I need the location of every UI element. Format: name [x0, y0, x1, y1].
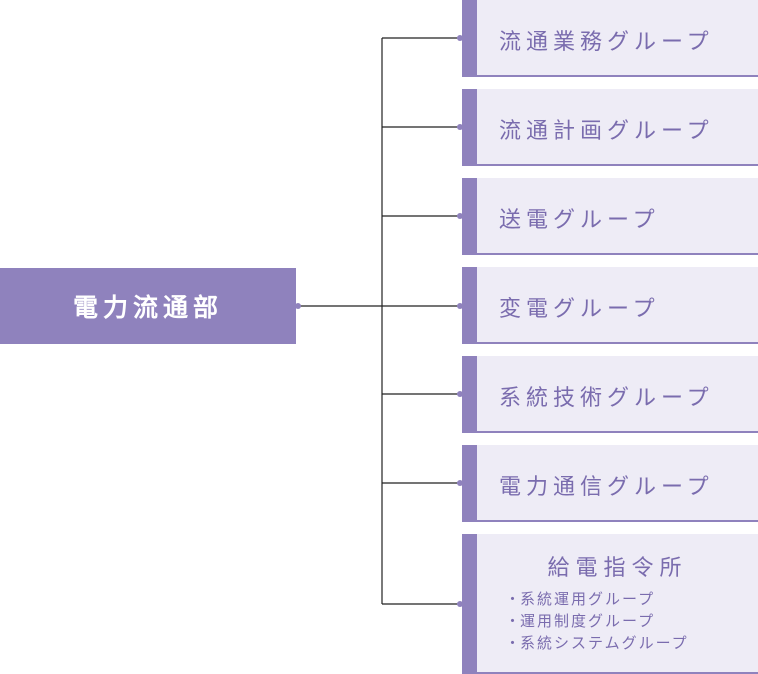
group-label: 送電グループ [499, 208, 660, 233]
root-label: 電力流通部 [72, 293, 223, 322]
subgroup-item: 系統運用グループ [505, 588, 689, 610]
group-label: 変電グループ [499, 297, 660, 322]
group-label: 給電指令所 [547, 556, 688, 581]
connector-dot [457, 124, 463, 130]
connector-dot [295, 303, 301, 309]
connector-dot [457, 303, 463, 309]
connector-dot [457, 213, 463, 219]
group-node: 電力通信グループ [462, 445, 758, 522]
group-node: 流通計画グループ [462, 89, 758, 166]
group-label: 流通計画グループ [499, 119, 714, 144]
group-node: 流通業務グループ [462, 0, 758, 77]
connector-dot [457, 601, 463, 607]
connector-dot [457, 35, 463, 41]
group-label: 電力通信グループ [499, 475, 714, 500]
connector-dot [457, 480, 463, 486]
root-node: 電力流通部 [0, 268, 296, 344]
group-node: 送電グループ [462, 178, 758, 255]
connector-dot [457, 391, 463, 397]
group-node-kyuden: 給電指令所 系統運用グループ 運用制度グループ 系統システムグループ [462, 534, 758, 674]
group-node: 系統技術グループ [462, 356, 758, 433]
group-label: 系統技術グループ [499, 386, 714, 411]
group-node: 変電グループ [462, 267, 758, 344]
subgroup-list: 系統運用グループ 運用制度グループ 系統システムグループ [505, 588, 689, 654]
group-label: 流通業務グループ [499, 30, 714, 55]
subgroup-item: 系統システムグループ [505, 632, 689, 654]
subgroup-item: 運用制度グループ [505, 610, 689, 632]
